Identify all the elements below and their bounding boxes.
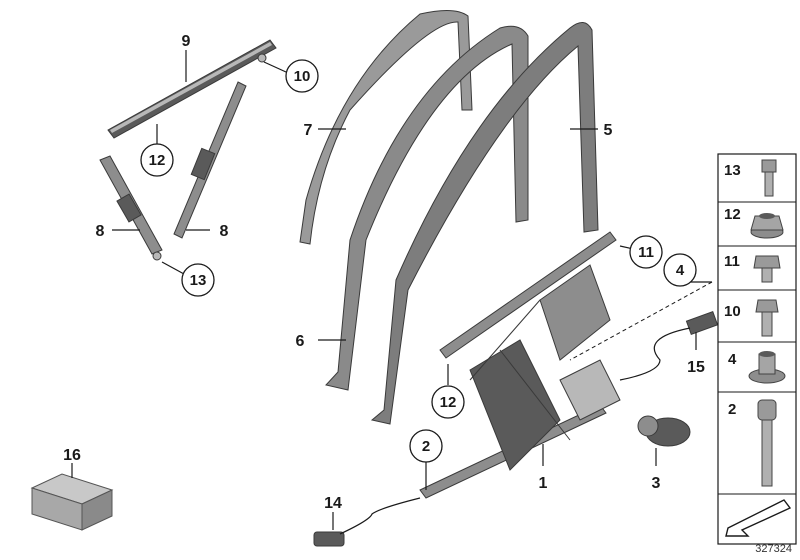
circled-callout-12-bottom: 12 xyxy=(431,385,465,419)
circled-callout-10: 10 xyxy=(285,59,319,93)
leader-lines xyxy=(71,50,712,530)
svg-text:10: 10 xyxy=(294,68,311,85)
legend-label-2: 2 xyxy=(728,401,736,418)
fastener-legend: 13 12 11 10 4 2 xyxy=(717,153,797,545)
window-regulator xyxy=(419,231,621,499)
circled-callouts: 10 12 13 11 4 12 2 xyxy=(140,59,697,463)
bolt-11-icon xyxy=(753,255,781,283)
seal-part-5 xyxy=(370,22,599,425)
connector-part-14 xyxy=(313,497,421,547)
legend-label-10: 10 xyxy=(724,303,741,320)
callout-14: 14 xyxy=(324,495,342,512)
seal-part-7 xyxy=(299,10,473,245)
strut-assembly xyxy=(99,39,277,261)
callout-7: 7 xyxy=(304,122,313,139)
legend-label-11: 11 xyxy=(724,253,740,270)
callout-9: 9 xyxy=(182,33,191,50)
callout-8-right: 8 xyxy=(220,223,229,240)
svg-text:12: 12 xyxy=(440,394,457,411)
svg-text:13: 13 xyxy=(190,272,207,289)
motor-part-3 xyxy=(637,415,691,447)
seal-part-6 xyxy=(325,25,529,391)
circled-callout-4: 4 xyxy=(663,253,697,287)
callout-5: 5 xyxy=(604,122,613,139)
callout-15: 15 xyxy=(687,359,705,376)
callout-3: 3 xyxy=(652,475,661,492)
screw-13-icon xyxy=(761,159,777,197)
circled-callout-12-top: 12 xyxy=(140,143,174,177)
legend-label-12: 12 xyxy=(724,206,741,223)
document-number: 327324 xyxy=(755,543,792,555)
callout-16: 16 xyxy=(63,447,81,464)
callout-labels: 9 7 5 8 8 6 15 1 3 14 16 xyxy=(63,33,705,512)
circled-callout-11: 11 xyxy=(629,235,663,269)
box-part-16 xyxy=(30,473,114,531)
direction-arrow-icon xyxy=(725,499,792,537)
legend-label-4: 4 xyxy=(728,351,737,368)
circled-callout-2: 2 xyxy=(409,429,443,463)
svg-text:11: 11 xyxy=(638,244,654,261)
bushing-4-icon xyxy=(748,351,786,384)
callout-8-left: 8 xyxy=(96,223,105,240)
nut-12-icon xyxy=(750,213,784,239)
svg-text:12: 12 xyxy=(149,152,166,169)
svg-text:4: 4 xyxy=(676,262,685,279)
window-seals xyxy=(299,10,599,425)
callout-1: 1 xyxy=(539,475,548,492)
connector-part-15 xyxy=(619,310,719,381)
screw-2-icon xyxy=(757,399,777,487)
svg-text:2: 2 xyxy=(422,438,430,455)
legend-label-13: 13 xyxy=(724,162,741,179)
callout-6: 6 xyxy=(296,333,305,350)
bolt-10-icon xyxy=(755,299,779,337)
circled-callout-13: 13 xyxy=(181,263,215,297)
